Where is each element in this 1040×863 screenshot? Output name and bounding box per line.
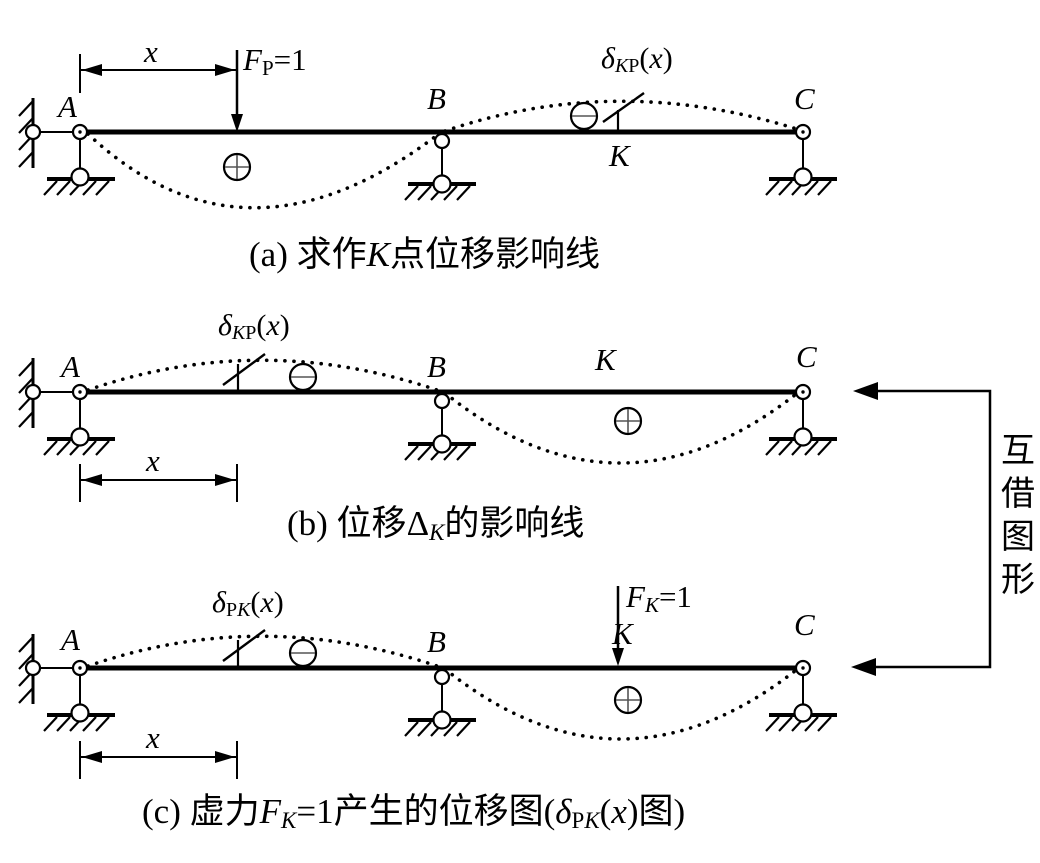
node-label-c: C [794,607,815,642]
force-symbol: F [626,579,645,614]
node-label-c: C [794,81,815,116]
unit-load-arrow-a [231,50,243,132]
dimension-x-label: x [146,720,160,755]
dimension-x-c [79,741,238,779]
node-label-k: K [609,138,630,173]
caption-c: (c) 虚力FK=1产生的位移图(δPK(x)图) [142,792,686,833]
support-c-left [17,632,117,733]
delta-kp-label: δKP(x) [601,42,673,78]
node-label-a: A [61,349,80,384]
node-label-b: B [427,81,446,116]
unit-load-label: FK=1 [626,579,692,617]
dimension-x-label: x [146,443,160,478]
node-label-a: A [58,89,77,124]
support-a-left [17,96,117,197]
unit-load-arrow-c [612,586,624,666]
support-b-left [17,356,117,457]
figure-b-drawing [17,353,839,502]
side-note-reciprocal-figures: 互 借 图 形 [1001,433,1035,599]
node-label-b: B [427,624,446,659]
dimension-x-b [79,464,238,502]
dimension-x-label: x [144,34,158,69]
ordinate-marker-b [222,353,266,390]
caption-b: (b) 位移ΔK的影响线 [287,504,585,545]
ordinate-marker-c [222,629,266,666]
figure-c-drawing [17,586,839,779]
node-label-a: A [61,622,80,657]
plus-sign-icon [613,685,643,715]
minus-sign-icon [569,101,599,131]
plus-sign-icon [613,406,643,436]
deflection-curve-c [86,634,802,741]
support-c-middle [403,668,478,738]
force-value: =1 [658,579,692,614]
delta-pk-label: δPK(x) [212,586,284,622]
force-subscript: P [261,55,274,80]
reciprocal-connector-arrow [851,382,992,676]
force-subscript: K [644,592,659,617]
force-value: =1 [273,42,307,77]
deflection-curve-a [86,99,802,210]
deflection-curve-b [86,358,802,465]
node-label-k: K [612,616,633,651]
node-label-k: K [595,342,616,377]
unit-load-label: FP=1 [243,42,307,80]
force-symbol: F [243,42,262,77]
figure-a-drawing [17,50,839,210]
plus-sign-icon [222,152,252,182]
support-b-right [764,383,839,457]
node-label-b: B [427,349,446,384]
support-a-right [764,123,839,197]
caption-a: (a) 求作K点位移影响线 [249,235,600,274]
delta-kp-label: δKP(x) [218,309,290,345]
dimension-x-a [79,54,237,93]
support-c-right [764,659,839,733]
support-b-middle [403,392,478,462]
ordinate-marker-a [602,92,645,131]
support-a-middle [403,132,478,202]
node-label-c: C [796,339,817,374]
minus-sign-icon [288,362,318,392]
minus-sign-icon [288,638,318,668]
